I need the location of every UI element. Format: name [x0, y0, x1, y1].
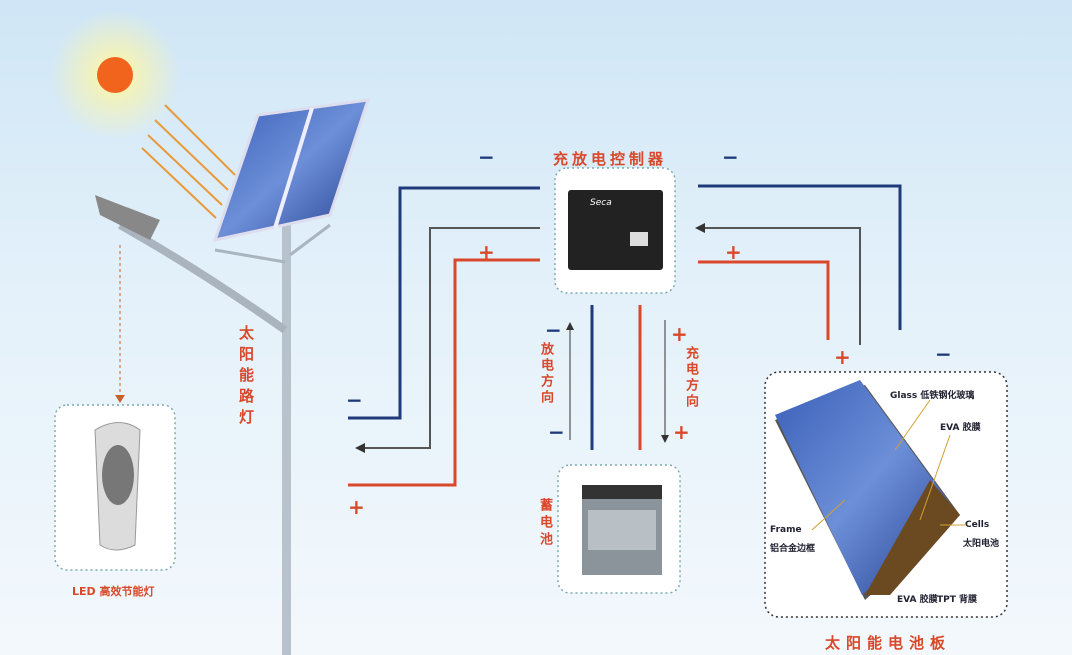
led-lamp-image	[94, 422, 141, 551]
sun-rays	[141, 104, 236, 219]
negative-sign: −	[346, 388, 363, 412]
positive-sign: +	[671, 322, 688, 346]
controller-label: 充放电控制器	[553, 150, 668, 168]
discharge-direction-label: 放电方向	[538, 342, 553, 406]
wires	[348, 184, 902, 487]
glass-label: Glass 低铁钢化玻璃	[890, 391, 975, 401]
eva-bottom-label: EVA 胶膜	[897, 595, 938, 605]
controller-brand: Seca	[590, 198, 612, 208]
negative-sign: −	[478, 145, 495, 169]
positive-sign: +	[348, 495, 365, 519]
cells-label-en: Cells	[965, 520, 990, 530]
charge-direction-label: 充电方向	[683, 346, 698, 410]
eva-top-label: EVA 胶膜	[940, 423, 981, 433]
cells-label-cn: 太阳电池	[963, 539, 1000, 549]
solar-panel-image	[775, 380, 960, 600]
street-lamp-pole	[95, 195, 331, 655]
tpt-label: TPT 背膜	[937, 595, 978, 605]
positive-sign: +	[725, 240, 742, 264]
frame-label-cn: 铝合金边框	[770, 544, 816, 554]
positive-sign: +	[673, 420, 690, 444]
controller-device	[568, 190, 663, 270]
positive-sign: +	[478, 240, 495, 264]
battery-label: 蓄电池	[537, 498, 552, 549]
positive-sign: +	[834, 345, 851, 369]
negative-sign: −	[935, 342, 952, 366]
negative-sign: −	[548, 420, 565, 444]
battery-device	[582, 485, 662, 575]
lamp-solar-panel	[212, 98, 371, 243]
solar-panel-label: 太阳能电池板	[825, 634, 952, 652]
negative-sign: −	[722, 145, 739, 169]
frame-label-en: Frame	[770, 525, 802, 535]
negative-sign: −	[545, 318, 562, 342]
street-lamp-label: 太阳能路灯	[237, 325, 255, 430]
led-lamp-label: LED 高效节能灯	[72, 585, 155, 598]
sun-icon	[50, 10, 180, 140]
